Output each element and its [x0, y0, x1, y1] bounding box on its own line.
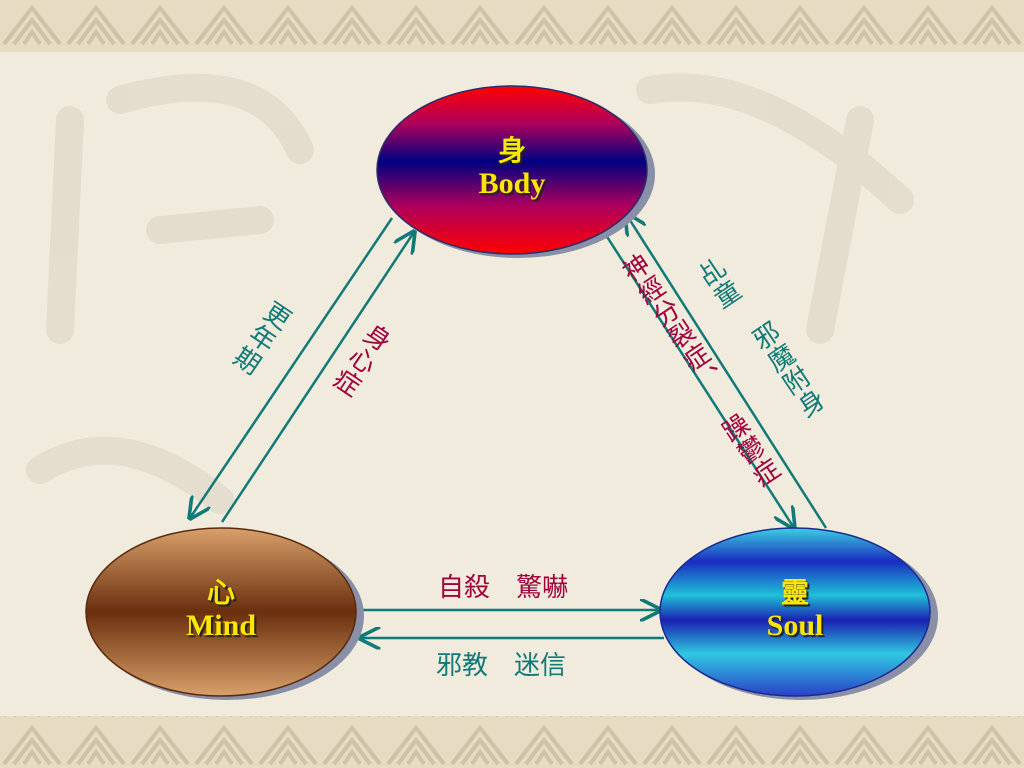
label-cult-superstition: 邪教 迷信 — [436, 651, 567, 681]
mind-node — [85, 527, 357, 697]
arrow-body-to-mind — [190, 217, 394, 518]
arrow-soul-to-body — [626, 214, 828, 529]
mind-node-label: 心 Mind — [141, 576, 301, 642]
arrow-body-to-soul — [602, 231, 794, 528]
arrow-mind-to-body — [220, 232, 414, 523]
label-suicide-fright: 自殺 驚嚇 — [438, 573, 569, 603]
soul-chinese-label: 靈 — [780, 576, 809, 609]
body-english-label: Body — [478, 166, 546, 200]
soul-node — [659, 527, 931, 697]
bottom-border-pattern — [0, 716, 1024, 768]
body-node-label: 身 Body — [432, 134, 592, 200]
background-calligraphy — [26, 73, 914, 514]
soul-english-label: Soul — [766, 608, 824, 642]
body-chinese-label: 身 — [497, 134, 526, 167]
body-node — [376, 85, 648, 255]
mind-english-label: Mind — [185, 608, 257, 642]
mind-chinese-label: 心 — [206, 576, 235, 609]
soul-node-label: 靈 Soul — [715, 576, 875, 642]
top-border-pattern — [0, 0, 1024, 52]
